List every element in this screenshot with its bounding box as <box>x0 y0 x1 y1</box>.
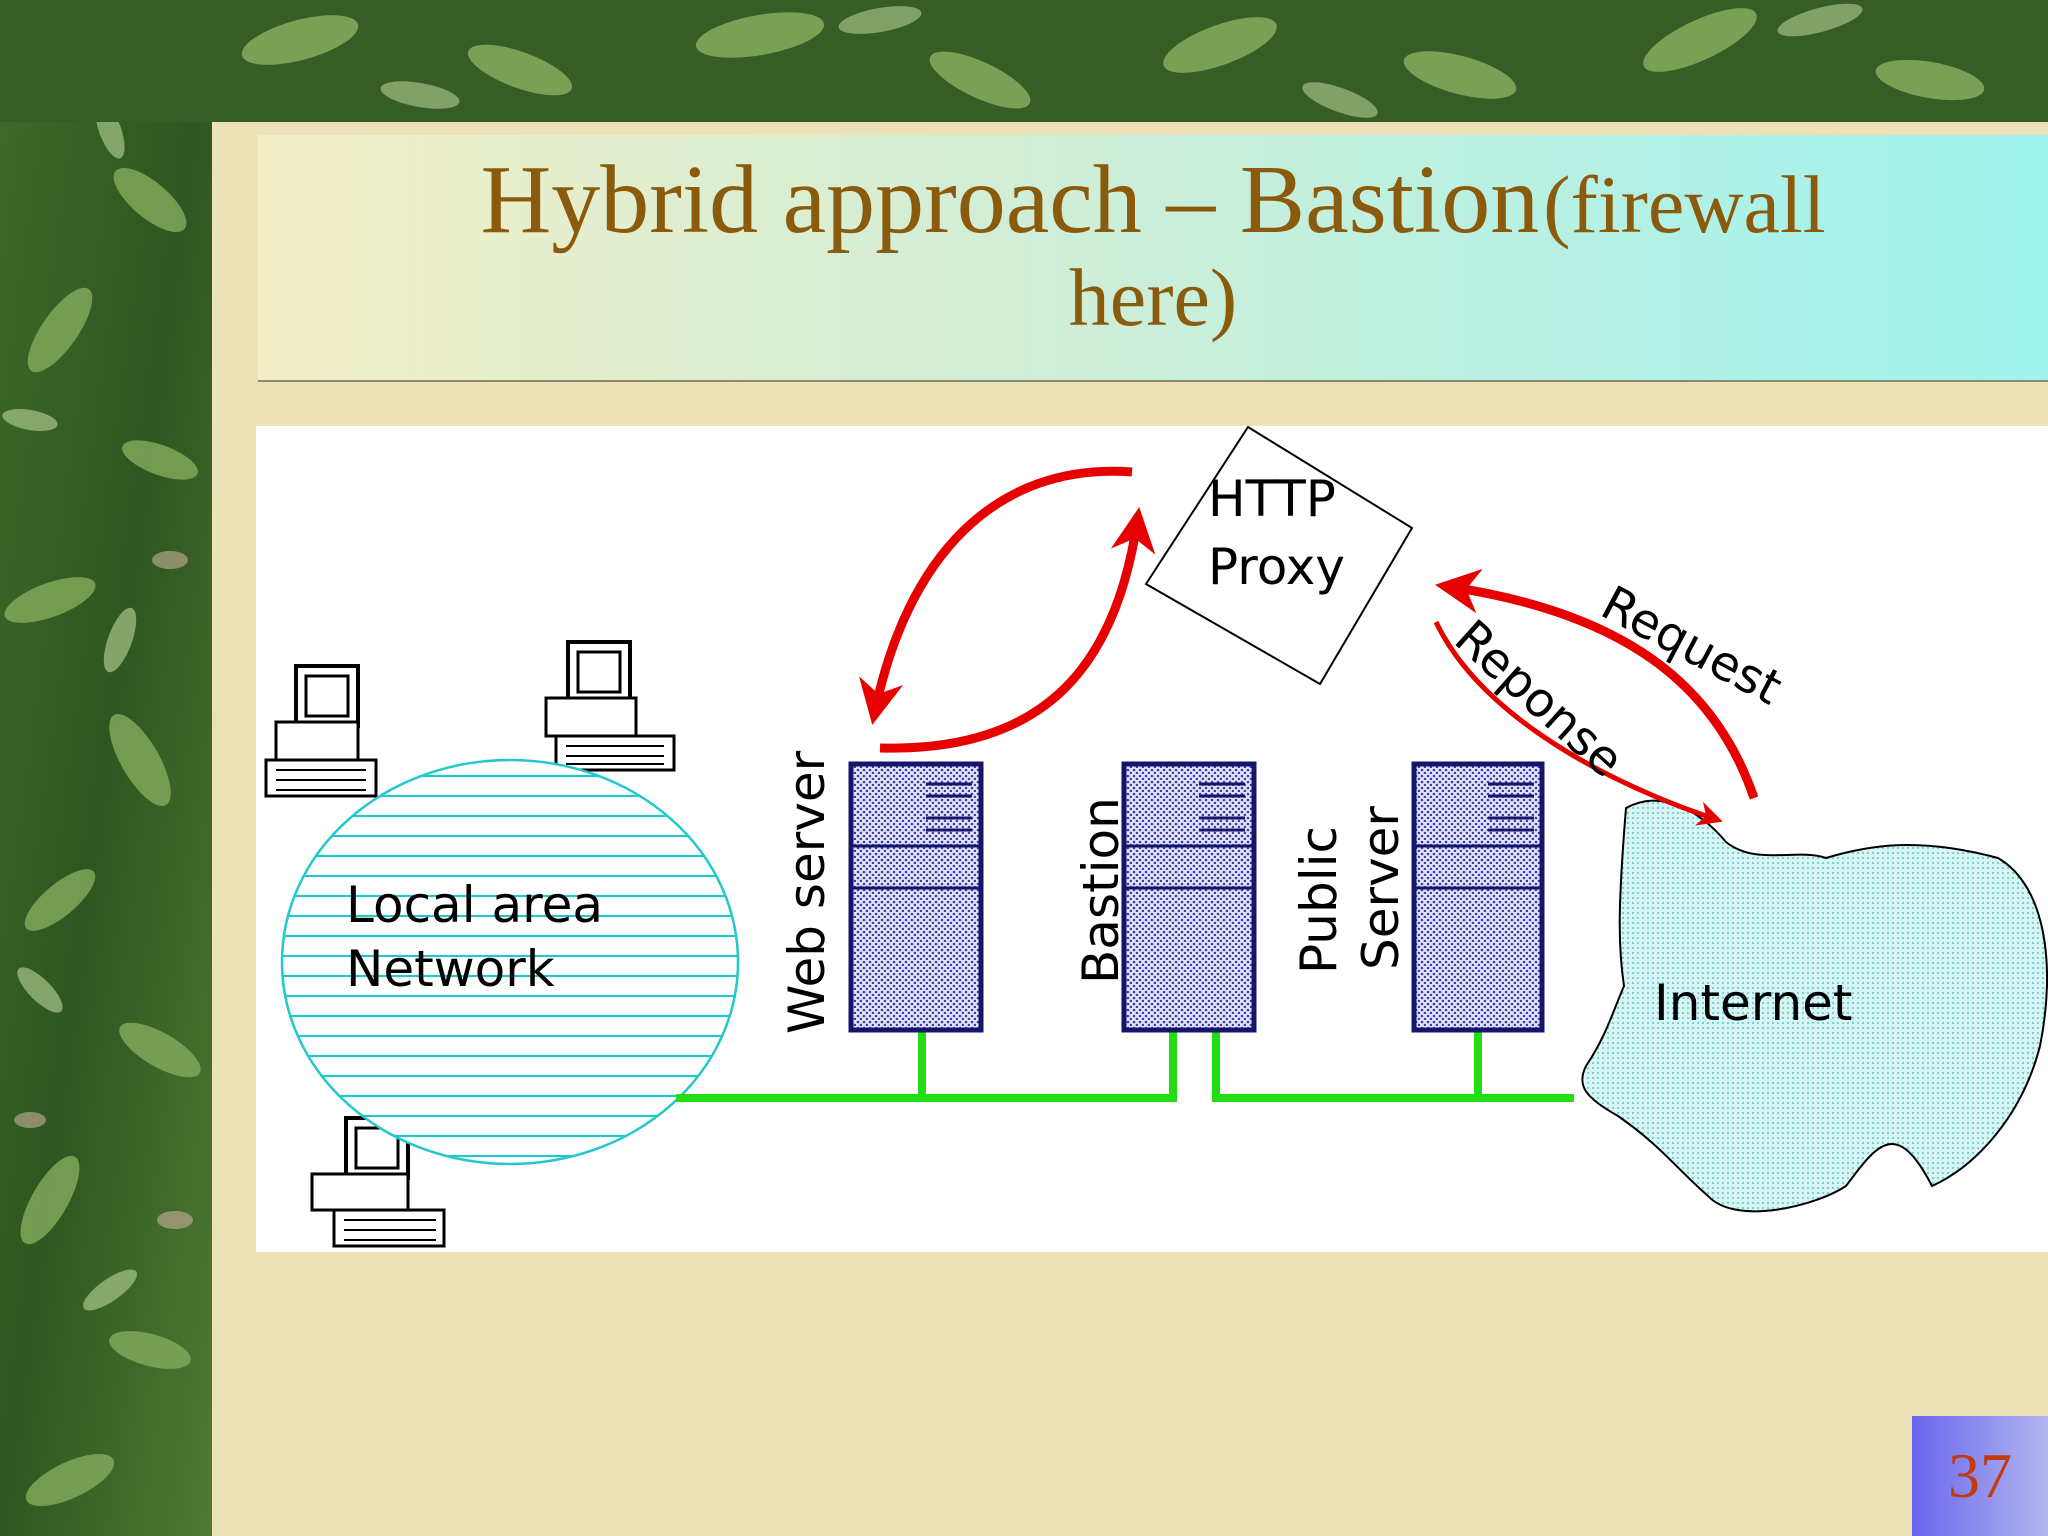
page-number: 37 <box>1912 1416 2048 1536</box>
proxy-label-line-1: HTTP <box>1208 470 1336 528</box>
title-main: Hybrid approach – Bastion <box>480 146 1540 254</box>
lan-label-line-1: Local area <box>346 876 603 934</box>
proxy-label-line-2: Proxy <box>1208 538 1345 596</box>
internet-cloud <box>1581 799 2048 1213</box>
computer-icon <box>264 664 378 798</box>
response-arrow <box>1433 620 1723 826</box>
title-band <box>258 135 2048 382</box>
foliage-background-left <box>0 0 212 1536</box>
foliage-background-top <box>0 0 2048 122</box>
arrows <box>859 466 1759 826</box>
public-server-label-line-2: Server <box>1352 806 1410 970</box>
title-paren-2: here) <box>1068 251 1238 343</box>
internet-label: Internet <box>1654 974 1853 1032</box>
bastion-tower <box>1121 761 1257 1033</box>
lan-ellipse <box>280 758 740 1166</box>
computer-icon <box>544 640 676 772</box>
public-server-tower <box>1411 761 1545 1033</box>
webserver-to-proxy-arrow <box>879 507 1156 753</box>
web-server-label: Web server <box>778 750 836 1034</box>
network-cable <box>676 1024 1574 1102</box>
web-server-tower <box>848 761 984 1033</box>
title-paren-1: (firewall <box>1543 159 1826 250</box>
slide-title: Hybrid approach – Bastion (firewall here… <box>258 146 2048 343</box>
computer-icon <box>310 1116 446 1248</box>
request-arrow <box>1435 568 1759 800</box>
public-server-label-line-1: Public <box>1290 826 1348 974</box>
bastion-label: Bastion <box>1072 797 1130 984</box>
proxy-to-webserver-arrow <box>859 466 1133 725</box>
http-proxy-box <box>1144 425 1414 686</box>
network-diagram: Local area Network Web server <box>256 425 2048 1252</box>
lan-label-line-2: Network <box>346 940 555 998</box>
